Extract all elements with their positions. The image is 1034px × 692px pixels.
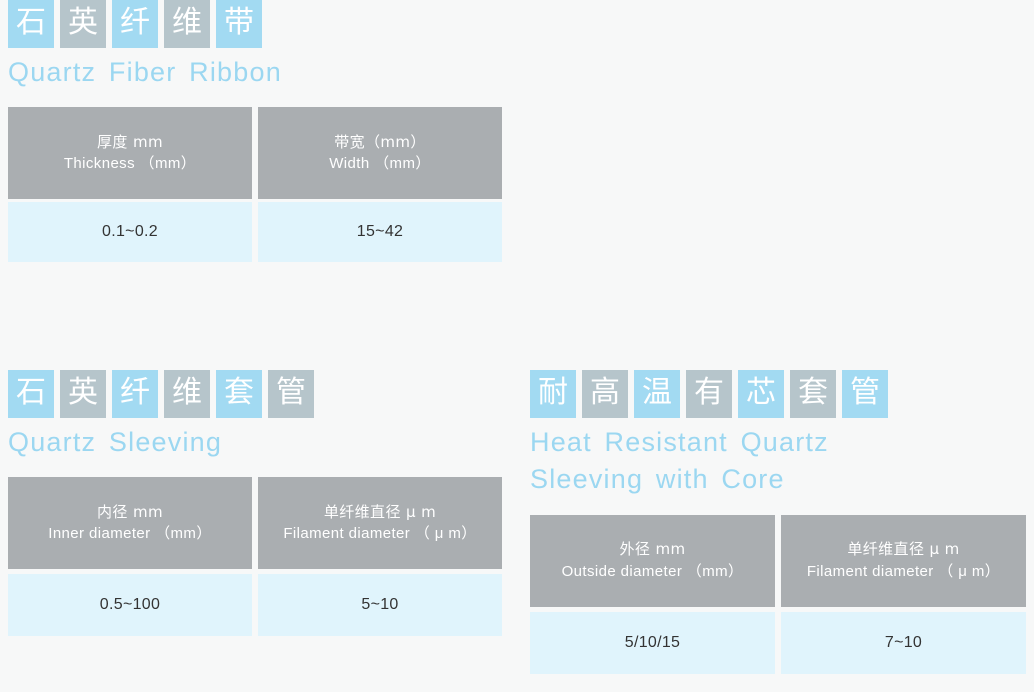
- cjk-tile: 石: [8, 0, 54, 48]
- cjk-tile: 英: [60, 370, 106, 418]
- section-quartz-sleeving: 石 英 纤 维 套 管 Quartz Sleeving 内径 mm Inner …: [0, 370, 510, 637]
- spec-value-cell: 15~42: [258, 202, 502, 263]
- spec-column: 厚度 mm Thickness （mm） 0.1~0.2: [8, 107, 252, 263]
- cjk-tile: 带: [216, 0, 262, 48]
- cjk-tile: 纤: [112, 370, 158, 418]
- spec-header-cn: 外径 mm: [619, 540, 686, 558]
- cjk-tile: 温: [634, 370, 680, 418]
- spec-header-cn: 厚度 mm: [97, 132, 163, 151]
- spec-header-en: Inner diameter （mm）: [48, 525, 212, 543]
- cjk-tile: 石: [8, 370, 54, 418]
- cjk-tile: 管: [268, 370, 314, 418]
- cjk-tile: 耐: [530, 370, 576, 418]
- cjk-tile: 纤: [112, 0, 158, 48]
- spec-header-cell: 单纤维直径 μ m Filament diameter （ μ m）: [258, 477, 502, 570]
- spec-column: 外径 mm Outside diameter （mm） 5/10/15: [530, 514, 775, 674]
- spec-table-ribbon: 厚度 mm Thickness （mm） 0.1~0.2 带宽（mm） Widt…: [0, 107, 510, 263]
- spec-value-cell: 5~10: [258, 574, 502, 637]
- english-title-ribbon: Quartz Fiber Ribbon: [8, 57, 282, 87]
- spec-value-cell: 5/10/15: [530, 611, 775, 674]
- spec-header-cn: 单纤维直径 μ m: [323, 502, 437, 521]
- cjk-tile: 有: [686, 370, 732, 418]
- spec-header-en: Outside diameter （mm）: [561, 562, 744, 580]
- spec-header-en: Width （mm）: [329, 155, 431, 173]
- spec-header-cell: 厚度 mm Thickness （mm）: [8, 107, 252, 200]
- spec-column: 带宽（mm） Width （mm） 15~42: [258, 107, 502, 263]
- cjk-tile: 高: [582, 370, 628, 418]
- spec-header-cell: 单纤维直径 μ m Filament diameter （ μ m）: [781, 514, 1026, 607]
- cjk-title-core: 耐 高 温 有 芯 套 管: [522, 370, 1034, 418]
- spec-value-cell: 7~10: [781, 611, 1026, 674]
- section-quartz-fiber-ribbon: 石 英 纤 维 带 Quartz Fiber Ribbon 厚度 mm Thic…: [0, 0, 510, 263]
- cjk-tile: 管: [842, 370, 888, 418]
- spec-value-cell: 0.5~100: [8, 574, 252, 637]
- spec-table-sleeving: 内径 mm Inner diameter （mm） 0.5~100 单纤维直径 …: [0, 477, 510, 637]
- spec-column: 单纤维直径 μ m Filament diameter （ μ m） 7~10: [781, 514, 1026, 674]
- cjk-tile: 维: [164, 0, 210, 48]
- spec-header-cell: 内径 mm Inner diameter （mm）: [8, 477, 252, 570]
- cjk-title-ribbon: 石 英 纤 维 带: [0, 0, 510, 48]
- spec-header-en: Filament diameter （ μ m）: [806, 562, 1001, 580]
- spec-column: 内径 mm Inner diameter （mm） 0.5~100: [8, 477, 252, 637]
- english-title-core: Heat Resistant Quartz Sleeving with Core: [530, 427, 829, 495]
- cjk-tile: 维: [164, 370, 210, 418]
- cjk-tile: 套: [216, 370, 262, 418]
- spec-header-en: Thickness （mm）: [63, 155, 197, 173]
- cjk-tile: 套: [790, 370, 836, 418]
- english-title-sleeving: Quartz Sleeving: [8, 427, 223, 457]
- section-heat-resistant-quartz-sleeving-with-core: 耐 高 温 有 芯 套 管 Heat Resistant Quartz Slee…: [522, 370, 1034, 674]
- cjk-tile: 芯: [738, 370, 784, 418]
- spec-header-cell: 带宽（mm） Width （mm）: [258, 107, 502, 200]
- spec-value-cell: 0.1~0.2: [8, 202, 252, 263]
- spec-header-cn: 内径 mm: [97, 502, 163, 521]
- spec-column: 单纤维直径 μ m Filament diameter （ μ m） 5~10: [258, 477, 502, 637]
- spec-header-cn: 单纤维直径 μ m: [847, 540, 960, 558]
- spec-table-core: 外径 mm Outside diameter （mm） 5/10/15 单纤维直…: [522, 514, 1034, 674]
- cjk-title-sleeving: 石 英 纤 维 套 管: [0, 370, 510, 418]
- spec-header-cn: 带宽（mm）: [334, 132, 426, 151]
- cjk-tile: 英: [60, 0, 106, 48]
- spec-header-cell: 外径 mm Outside diameter （mm）: [530, 514, 775, 607]
- spec-header-en: Filament diameter （ μ m）: [283, 525, 477, 543]
